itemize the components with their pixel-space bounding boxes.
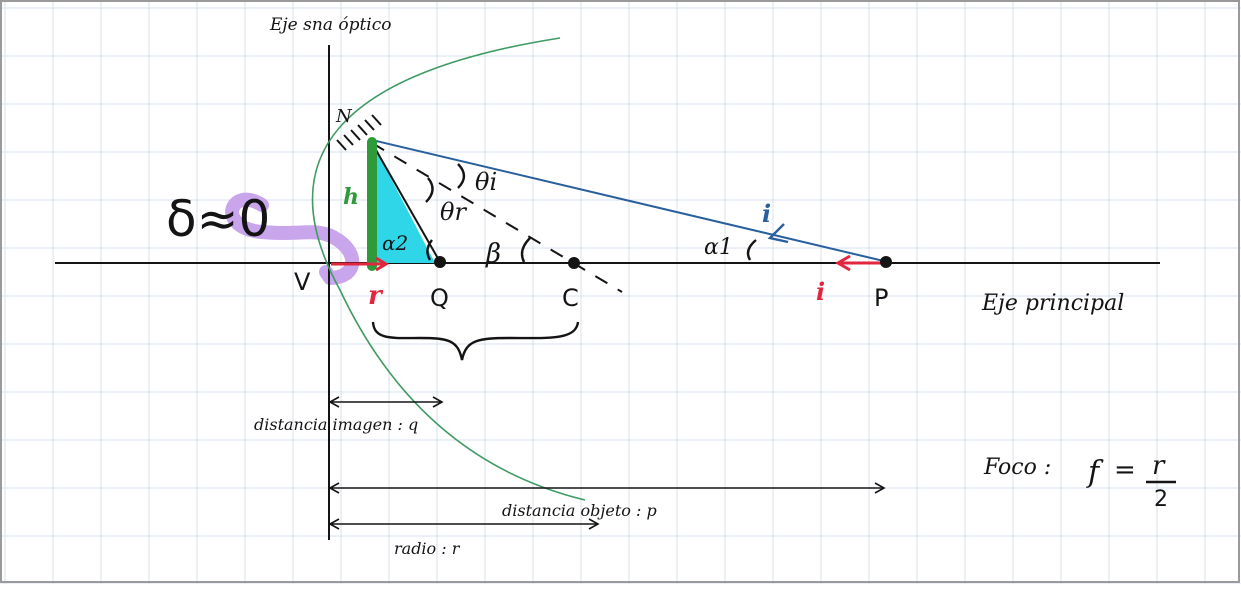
mirror-hatch-mark	[350, 129, 361, 141]
label-alpha2: α2	[382, 231, 408, 255]
label-beta: β	[485, 239, 501, 269]
mirror-hatch-mark	[343, 134, 354, 146]
dist-objeto-label: distancia objeto : p	[502, 501, 657, 520]
dist-imagen-label: distancia imagen : q	[254, 415, 418, 434]
dist-objeto-head-right	[874, 482, 886, 494]
dist-imagen-head-left	[328, 396, 340, 408]
ray-arrowhead	[767, 223, 789, 244]
fraction-denominator: 2	[1154, 487, 1168, 512]
focal-f: f	[1086, 455, 1104, 490]
mirror-hatch-mark	[364, 119, 375, 131]
mirror-hatch	[336, 114, 382, 151]
alpha1-arc	[746, 239, 757, 261]
point-c	[568, 257, 580, 269]
equals-sign: =	[1114, 455, 1136, 485]
reflected-ray	[371, 142, 441, 263]
r-arrowhead	[375, 256, 389, 272]
dist-imagen-head-right	[432, 396, 444, 408]
label-i-red: i	[816, 277, 825, 306]
point-q	[434, 256, 446, 268]
mirror-hatch-mark	[336, 139, 347, 151]
radio-head-right	[588, 518, 600, 530]
label-h: h	[343, 184, 359, 210]
main-axis-label: Eje principal	[981, 291, 1124, 316]
theta-i-arc	[457, 163, 466, 189]
normal-line	[371, 142, 623, 293]
optical-axis-label: Eje sna óptico	[269, 15, 392, 35]
point-p	[880, 256, 892, 268]
label-v: V	[294, 268, 311, 296]
label-theta-r: θr	[440, 198, 467, 226]
curly-brace	[371, 321, 580, 361]
mirror-arc	[311, 37, 586, 501]
label-c: C	[562, 284, 579, 312]
label-theta-i: θi	[475, 168, 497, 196]
label-r-small: r	[368, 281, 384, 311]
fraction-numerator: r	[1152, 451, 1166, 481]
label-p: P	[874, 284, 888, 312]
alpha2-arc	[426, 239, 433, 261]
incident-ray	[371, 139, 889, 263]
mirror-hatch-mark	[357, 124, 368, 136]
mirror-hatch-mark	[371, 114, 382, 126]
label-delta: δ≈0	[166, 190, 270, 248]
foco-label: Foco :	[983, 455, 1051, 480]
theta-r-arc	[425, 177, 434, 203]
beta-arc	[520, 237, 531, 263]
radio-head-left	[328, 518, 340, 530]
label-i-blue: i	[762, 199, 771, 228]
label-alpha1: α1	[704, 235, 733, 260]
label-n: N	[335, 106, 353, 127]
radio-label: radio : r	[394, 539, 461, 558]
i-arrowhead	[835, 254, 851, 272]
label-q: Q	[430, 284, 449, 312]
dist-objeto-head-left	[328, 482, 340, 494]
